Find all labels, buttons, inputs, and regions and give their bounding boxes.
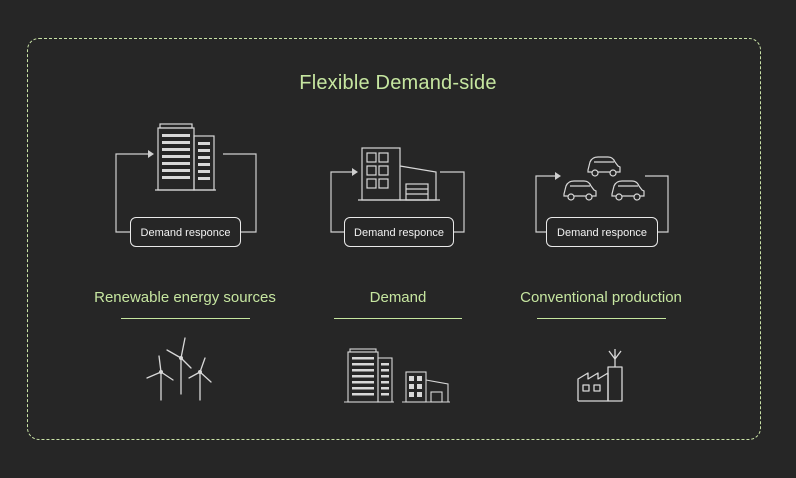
underline-demand (334, 318, 462, 319)
source-label-demand: Demand (369, 289, 427, 306)
source-label-renewable: Renewable energy sources (94, 289, 276, 306)
wind-turbines-icon (146, 337, 212, 401)
warehouse-building-icon (358, 147, 440, 201)
office-building-icon (155, 123, 216, 191)
cars-icon (563, 156, 645, 201)
demand-response-button-1[interactable]: Demand responce (130, 217, 241, 247)
demand-response-button-3[interactable]: Demand responce (546, 217, 658, 247)
demand-response-button-2[interactable]: Demand responce (344, 217, 454, 247)
underline-conventional (537, 318, 666, 319)
buildings-icon (344, 348, 450, 403)
diagram-title: Flexible Demand-side (299, 72, 497, 94)
source-label-conventional: Conventional production (520, 289, 682, 306)
factory-icon (577, 349, 623, 402)
diagram-frame (27, 38, 761, 440)
underline-renewable (121, 318, 250, 319)
